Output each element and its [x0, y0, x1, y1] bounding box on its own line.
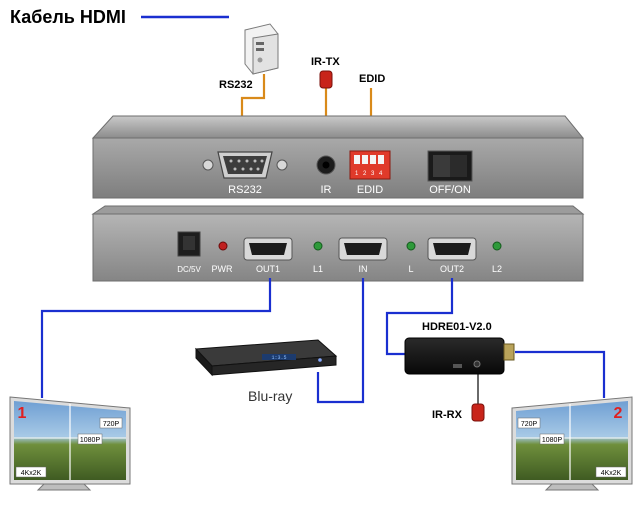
- tv-2: [511, 396, 633, 491]
- tv-1-res-720p: 720P: [103, 421, 120, 428]
- hdmi-in-port: [338, 237, 388, 261]
- hdmi-cable-in-from-bluray: [316, 278, 365, 404]
- hdre01-receiver-dongle: [404, 337, 515, 375]
- pwr-led: [218, 241, 228, 251]
- edid-port-label: EDID: [357, 184, 383, 196]
- tv-2-number: 2: [614, 405, 623, 422]
- ir-rx-receiver: [471, 403, 485, 422]
- l1-led: [313, 241, 323, 251]
- hdmi-cable-dongle-to-tv2: [515, 350, 606, 398]
- bluray-label: Blu-ray: [248, 388, 293, 404]
- ir-port-label: IR: [321, 184, 332, 196]
- hdmi-out1-port: [243, 237, 293, 261]
- edid-switch-numbers: 1 2 3 4: [355, 171, 384, 177]
- ir-tx-label: IR-TX: [311, 56, 340, 68]
- hdmi-cable-out1-to-tv1: [40, 278, 272, 398]
- hdmi-cable-out2-to-dongle: [385, 278, 454, 356]
- tv-1-number: 1: [18, 405, 27, 422]
- l-led: [406, 241, 416, 251]
- tv-1-res-4k: 4Kx2K: [21, 470, 42, 477]
- dc-power-jack: [177, 231, 201, 257]
- ir-rx-label: IR-RX: [432, 409, 462, 421]
- bluray-display-text: 1:3.5: [271, 355, 286, 361]
- bluray-player: [194, 339, 338, 377]
- hdre01-label: HDRE01-V2.0: [422, 321, 492, 333]
- tv-1: [9, 396, 131, 491]
- extender-front-unit: DC/5V PWR OUT1 L1 IN L OUT2 L2: [91, 205, 585, 282]
- in-label: IN: [359, 264, 368, 274]
- tv-1-res-1080p: 1080P: [80, 437, 101, 444]
- edid-dip-switch: [349, 150, 391, 180]
- rs232-device-label: RS232: [219, 79, 253, 91]
- out1-label: OUT1: [256, 264, 280, 274]
- hdmi-out2-port: [427, 237, 477, 261]
- l1-label: L1: [313, 264, 323, 274]
- rs232-port: [202, 151, 288, 179]
- ir-tx-emitter: [319, 70, 333, 89]
- dc-label: DC/5V: [177, 265, 201, 274]
- ir-jack: [316, 155, 336, 175]
- edid-label: EDID: [359, 73, 386, 85]
- power-rocker-switch: [427, 150, 473, 182]
- legend-title: Кабель HDMI: [10, 7, 126, 27]
- pwr-label: PWR: [212, 264, 233, 274]
- tv-2-res-4k: 4Kx2K: [601, 470, 622, 477]
- l2-label: L2: [492, 264, 502, 274]
- rs232-port-label: RS232: [228, 184, 262, 196]
- tv-2-res-1080p: 1080P: [542, 437, 563, 444]
- l-label: L: [408, 264, 413, 274]
- out2-label: OUT2: [440, 264, 464, 274]
- tv-2-res-720p: 720P: [521, 421, 538, 428]
- l2-led: [492, 241, 502, 251]
- pc-tower-icon: [244, 23, 279, 75]
- extender-back-unit: 1 2 3 4 RS232 IR EDID OFF/ON: [91, 115, 585, 199]
- power-switch-label: OFF/ON: [429, 184, 471, 196]
